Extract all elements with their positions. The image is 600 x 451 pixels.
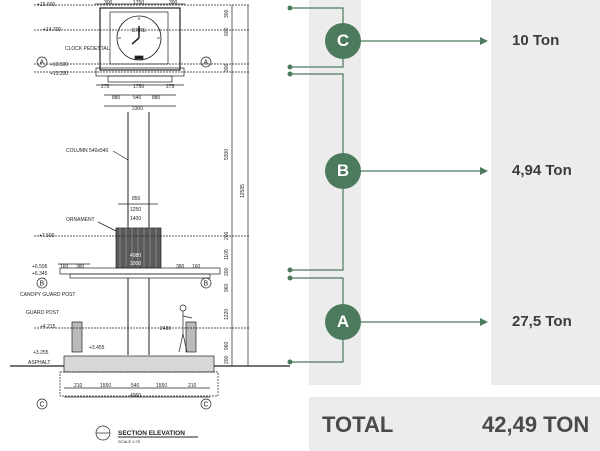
section-a-label: A xyxy=(336,312,350,331)
vdim-2: 600 xyxy=(224,27,230,36)
base-dim-2: 1550 xyxy=(100,383,111,389)
vdim-6: 12595 xyxy=(240,184,246,198)
canopy-dim-4: 160 xyxy=(192,264,201,270)
ornament-dim-4: 4080 xyxy=(130,253,141,259)
grid-marker-a-left: A xyxy=(40,60,45,67)
label-column: COLUMN 540x540 xyxy=(66,148,108,154)
level-15600: +15.600 xyxy=(37,2,55,8)
level-14700: +14.700 xyxy=(43,27,61,33)
ornament-dim-5: 3000 xyxy=(130,261,141,267)
ornament-dim-1: 850 xyxy=(132,196,141,202)
vdim-11: 960 xyxy=(224,341,230,350)
section-b-label: B xyxy=(336,161,350,180)
base-dim-3: 540 xyxy=(131,383,140,389)
top-dim-3: 300 xyxy=(169,0,178,6)
level-3255: +3.255 xyxy=(33,350,49,356)
grid-marker-b-right: B xyxy=(204,281,209,288)
pedestal-dim-5: 540 xyxy=(133,95,142,101)
section-c-weight: 10 Ton xyxy=(512,32,560,49)
total-band xyxy=(309,397,600,451)
ornament-dim-2: 1250 xyxy=(130,207,141,213)
pedestal-dim-4: 880 xyxy=(112,95,121,101)
grid-marker-c-left: C xyxy=(40,402,45,409)
level-3455: +3.455 xyxy=(89,345,105,351)
level-6345: +6.345 xyxy=(32,271,48,277)
grid-marker-c-right: C xyxy=(204,402,209,409)
section-a-marker: A xyxy=(325,304,361,340)
pedestal-dim-1: 275 xyxy=(101,84,110,90)
label-guard-post: GUARD POST xyxy=(26,310,59,316)
base-dim-1: 210 xyxy=(74,383,83,389)
level-4215: +4.215 xyxy=(40,324,56,330)
vdim-3: 300 xyxy=(224,63,230,72)
label-asphalt: ASPHALT xyxy=(28,360,50,366)
vdim-7: 1105 xyxy=(224,249,230,260)
vdim-10: 1220 xyxy=(224,309,230,320)
section-c-marker: C xyxy=(325,23,361,59)
grid-marker-b-left: B xyxy=(40,281,45,288)
label-canopy-guard-post: CANOPY GUARD POST xyxy=(20,292,75,298)
weight-band xyxy=(491,0,600,385)
pedestal-dim-7: 2300 xyxy=(132,106,143,112)
level-7500: +7.500 xyxy=(39,233,55,239)
vdim-4: 5300 xyxy=(224,149,230,160)
total-label: TOTAL xyxy=(322,412,394,437)
side-dim-2480: 2480 xyxy=(160,326,171,332)
vdim-9: 960 xyxy=(224,283,230,292)
level-13500: +13.500 xyxy=(50,62,68,68)
total-value: 42,49 TON xyxy=(482,412,590,437)
section-b-marker: B xyxy=(325,153,361,189)
section-b-weight: 4,94 Ton xyxy=(512,162,572,179)
pedestal-dim-3: 275 xyxy=(166,84,175,90)
level-6595: +6.595 xyxy=(32,264,48,270)
clock-brand: ERRE xyxy=(132,28,147,34)
section-a-weight: 27,5 Ton xyxy=(512,313,572,330)
pedestal-dim-6: 880 xyxy=(152,95,161,101)
label-clock-pedestal: CLOCK PEDESTAL xyxy=(65,46,110,52)
base-dim-4: 1550 xyxy=(156,383,167,389)
canopy-dim-3: 380 xyxy=(176,264,185,270)
base-dim-5: 210 xyxy=(188,383,197,389)
vdim-1: 300 xyxy=(224,9,230,18)
section-elevation-drawing: 300 1750 300 ERRE +15.600 +14.700 +13.50… xyxy=(0,0,290,451)
drawing-title: SECTION ELEVATION xyxy=(118,430,185,437)
canopy-dim-1: 160 xyxy=(60,264,69,270)
vdim-5: 200 xyxy=(224,231,230,240)
canopy-dim-2: 380 xyxy=(76,264,85,270)
grid-marker-a-right: A xyxy=(204,60,209,67)
ornament-dim-3: 1400 xyxy=(130,216,141,222)
drawing-scale: SCALE 1:75 xyxy=(118,439,141,444)
label-ornament: ORNAMENT xyxy=(66,217,95,223)
level-13200: +13.200 xyxy=(50,71,68,77)
top-dim-2: 1750 xyxy=(133,0,144,6)
vdim-12: 200 xyxy=(224,355,230,364)
section-c-label: C xyxy=(336,31,350,50)
top-dim-1: 300 xyxy=(104,0,113,6)
pedestal-dim-2: 1750 xyxy=(133,84,144,90)
base-dim-6: 4060 xyxy=(130,393,141,399)
vdim-8: 200 xyxy=(224,267,230,276)
